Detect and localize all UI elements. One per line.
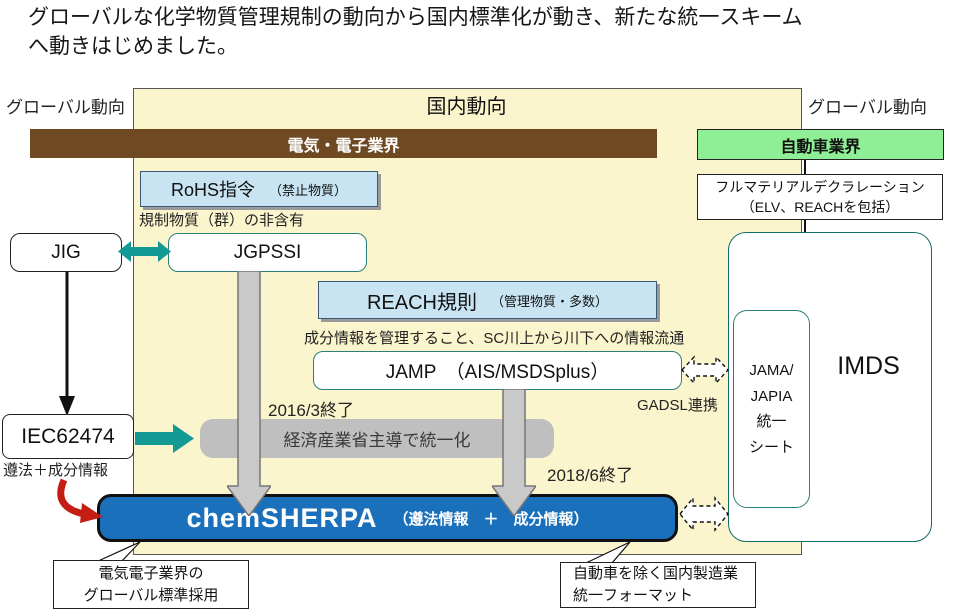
jamp-label: JAMP （AIS/MSDSplus） (385, 362, 610, 383)
imds-label: IMDS (837, 352, 900, 380)
electric-industry-label: 電気・電子業界 (287, 137, 400, 155)
global-header-right: グローバル動向 (808, 98, 927, 117)
chemsherpa-bar: chemSHERPA （遵法情報 ＋ 成分情報） (97, 494, 678, 542)
jama-line3: 統一 (756, 413, 787, 430)
domestic-header: 国内動向 (426, 96, 507, 118)
callout-right-pointer-icon (580, 541, 640, 564)
jig-box: JIG (10, 233, 122, 272)
chemsherpa-imds-double-arrow-icon (679, 493, 729, 535)
jig-to-iec-arrow-icon (58, 270, 76, 416)
iec62474-label: IEC62474 (21, 424, 115, 448)
callout-electric-standard: 電気電子業界の グローバル標準採用 (53, 560, 249, 609)
callout-domestic-format: 自動車を除く国内製造業 統一フォーマット (560, 562, 756, 608)
jama-japia-box: JAMA/ JAPIA 統一 シート (733, 310, 810, 508)
jig-jgpssi-double-arrow-icon (118, 240, 171, 263)
chemsherpa-title: chemSHERPA (186, 502, 378, 533)
fmd-line1: フルマテリアルデクラレーション (715, 178, 925, 195)
red-curved-arrow-icon (52, 477, 104, 523)
callout-left-line1: 電気電子業界の (98, 564, 204, 582)
electric-industry-bar: 電気・電子業界 (30, 129, 657, 158)
gadsl-label: GADSL連携 (637, 397, 718, 414)
iec-to-meti-arrow-icon (135, 423, 195, 454)
jama-line4: シート (748, 438, 794, 456)
reach-title: REACH規則 (366, 291, 477, 314)
reach-subtitle: （管理物質・多数） (491, 293, 609, 309)
callout-left-line2: グローバル標準採用 (83, 586, 219, 604)
full-material-declaration-box: フルマテリアルデクラレーション （ELV、REACHを包括） (697, 174, 943, 220)
jgpssi-box: JGPSSI (168, 233, 367, 272)
jgpssi-label: JGPSSI (233, 241, 302, 263)
rohs-note: 規制物質（群）の非含有 (139, 212, 305, 229)
jgpssi-down-arrow-icon (225, 270, 273, 518)
page-title-line1: グローバルな化学物質管理規制の動向から国内標準化が動き、新たな統一スキーム (28, 6, 803, 29)
automotive-industry-bar: 自動車業界 (697, 129, 944, 160)
rohs-directive-box: RoHS指令 （禁止物質） (140, 171, 378, 207)
rohs-title: RoHS指令 (170, 180, 255, 200)
green-to-fmd-connector (804, 158, 806, 174)
jamp-box: JAMP （AIS/MSDSplus） (313, 351, 682, 390)
automotive-industry-label: 自動車業界 (780, 138, 861, 156)
jama-line2: JAPIA (750, 387, 793, 405)
fmd-to-imds-connector (804, 218, 806, 232)
gadsl-double-arrow-icon (681, 353, 729, 387)
rohs-subtitle: （禁止物質） (269, 182, 348, 198)
jig-label: JIG (51, 241, 81, 263)
end-2018-label: 2018/6終了 (547, 466, 633, 485)
fmd-line2: （ELV、REACHを包括） (740, 199, 900, 215)
reach-note: 成分情報を管理すること、SC川上から川下への情報流通 (304, 330, 685, 347)
page-title: グローバルな化学物質管理規制の動向から国内標準化が動き、新たな統一スキーム へ動… (28, 4, 948, 62)
jamp-down-arrow-icon (490, 388, 538, 518)
reach-regulation-box: REACH規則 （管理物質・多数） (318, 281, 657, 319)
iec-note: 遵法＋成分情報 (3, 462, 109, 479)
jama-line1: JAMA/ (749, 362, 794, 379)
meti-unification-label: 経済産業省主導で統一化 (283, 431, 471, 450)
end-2016-label: 2016/3終了 (268, 401, 354, 420)
global-header-left: グローバル動向 (6, 98, 125, 117)
chemsherpa-subtitle: （遵法情報 ＋ 成分情報） (393, 510, 589, 528)
callout-right-line1: 自動車を除く国内製造業 (573, 565, 739, 583)
callout-right-line2: 統一フォーマット (573, 587, 694, 604)
iec62474-box: IEC62474 (2, 414, 134, 459)
page-title-line2: へ動きはじめました。 (28, 34, 238, 58)
